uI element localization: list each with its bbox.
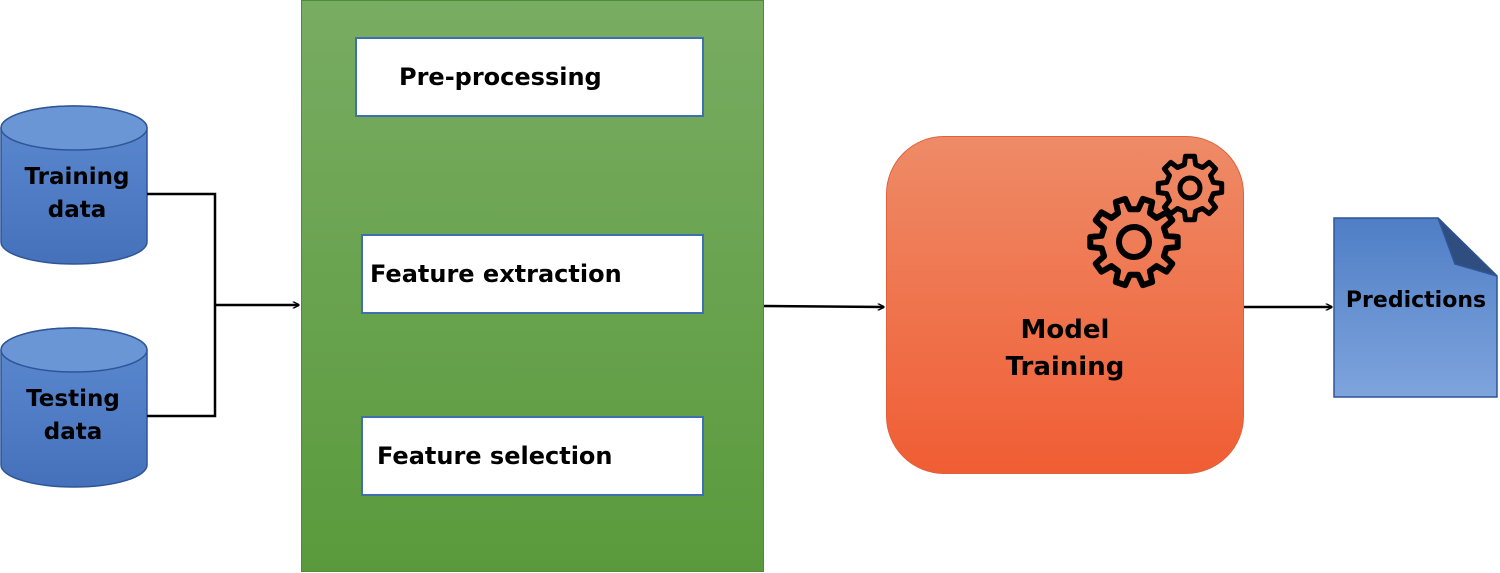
step-feature-extraction: Feature extraction: [361, 234, 704, 314]
step-feature-selection-label: Feature selection: [377, 442, 613, 470]
predictions-label: Predictions: [1345, 288, 1487, 313]
step-preprocessing: Pre-processing: [355, 37, 704, 117]
model-training-block: [886, 136, 1244, 474]
training-data-label-line1: Training: [24, 164, 130, 190]
model-training-label-line2: Training: [1005, 352, 1125, 382]
document-icon: [1333, 217, 1498, 398]
model-training-label: Model Training: [960, 312, 1170, 386]
step-feature-selection: Feature selection: [361, 416, 704, 496]
testing-data-label-line1: Testing: [26, 386, 120, 412]
gear-icon: [1155, 153, 1225, 223]
training-data-label-line2: data: [47, 197, 107, 223]
step-feature-extraction-label: Feature extraction: [370, 260, 622, 288]
connector-to-model: [763, 306, 884, 307]
step-preprocessing-label: Pre-processing: [399, 63, 602, 91]
database-icon: [0, 327, 148, 488]
gear-icon: [1087, 195, 1181, 289]
model-training-label-line1: Model: [1020, 315, 1110, 345]
testing-data-label-line2: data: [43, 419, 103, 445]
training-data-label: Training data: [4, 161, 150, 227]
database-icon: [0, 105, 148, 265]
testing-data-label: Testing data: [0, 383, 146, 449]
